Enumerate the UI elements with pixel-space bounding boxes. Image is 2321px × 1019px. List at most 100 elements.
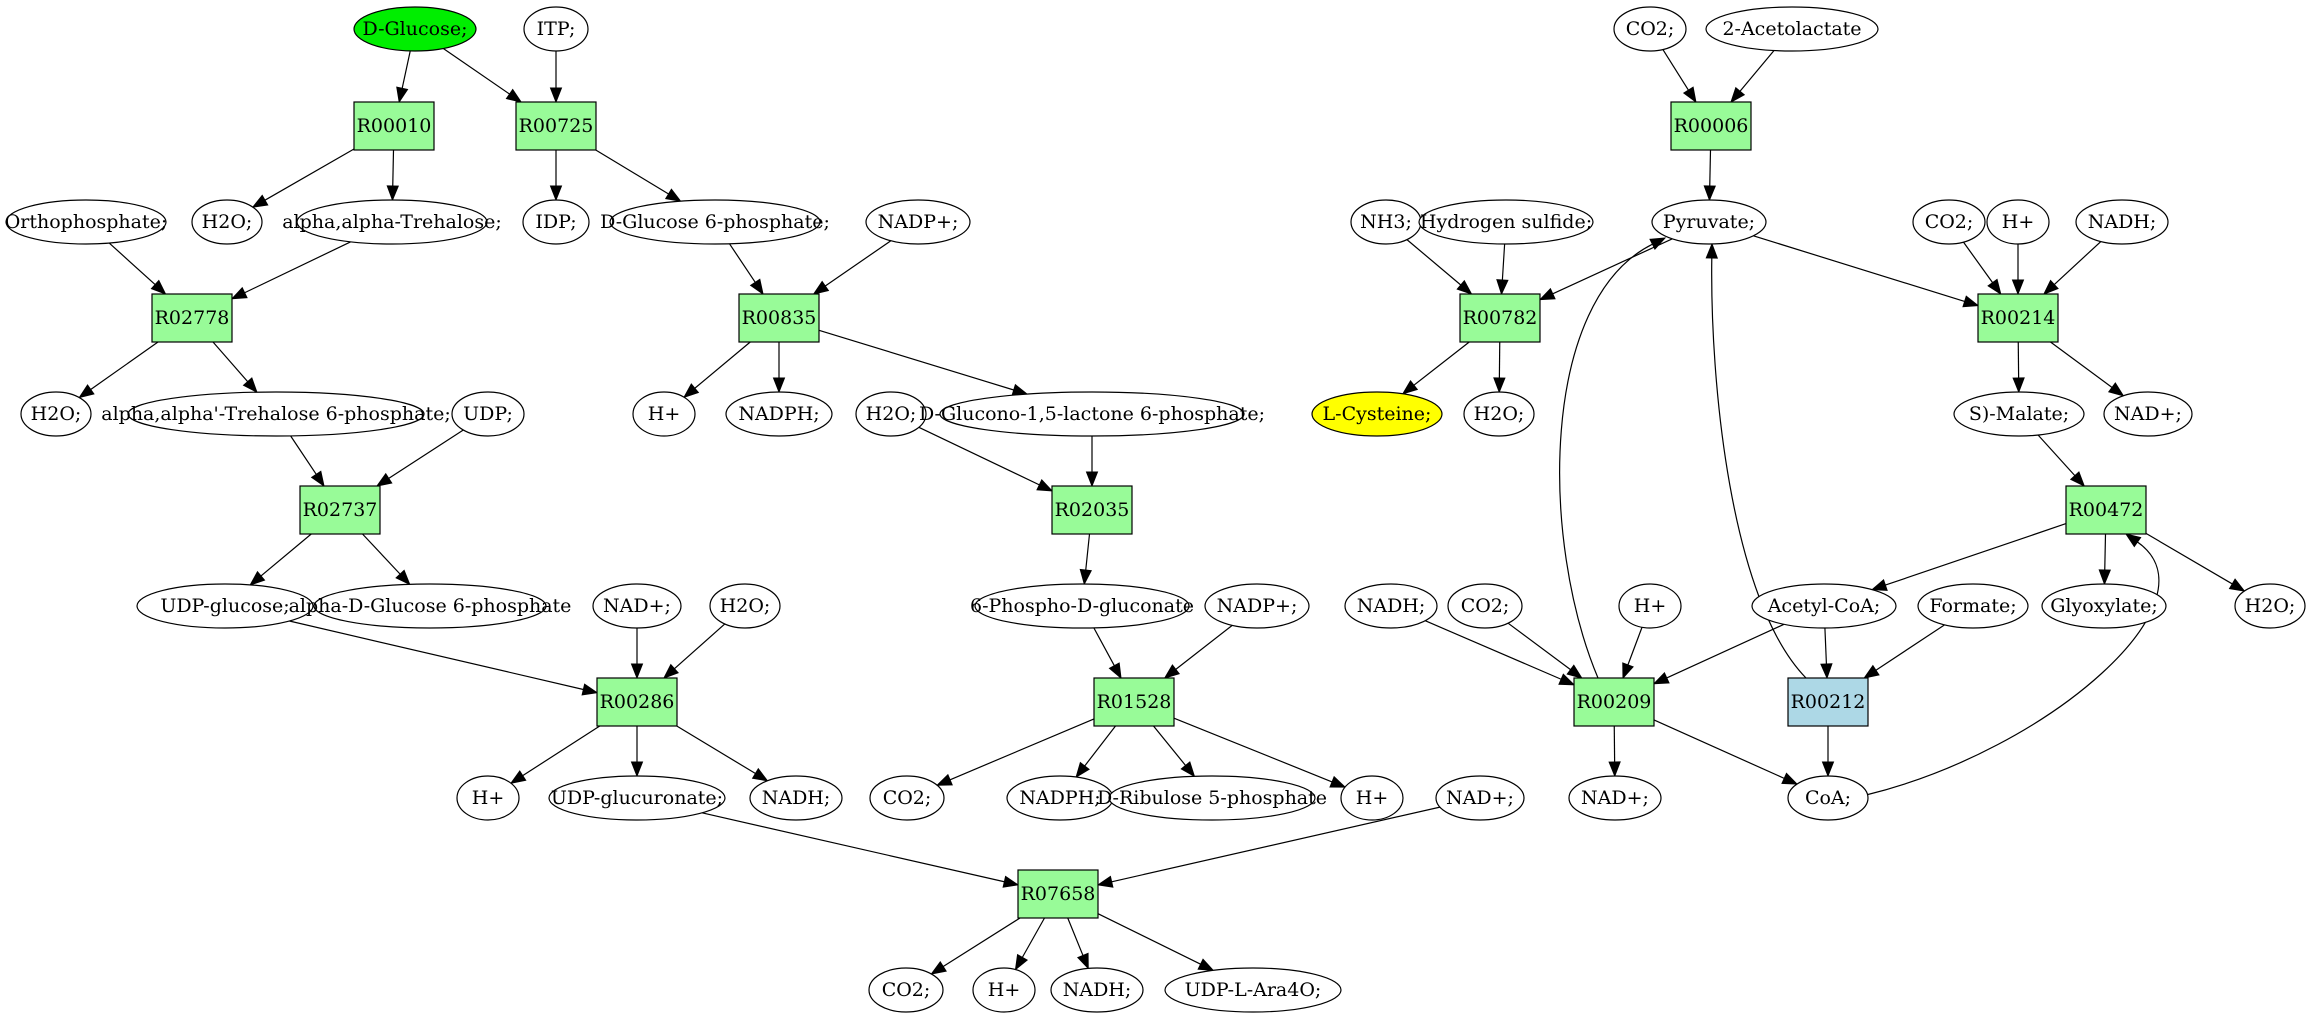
metabolite-node-nadh_b[interactable]: NADH; (1050, 967, 1144, 1013)
metabolite-node-glucono[interactable]: D-Glucono-1,5-lactone 6-phosphate; (919, 391, 1265, 437)
metabolite-node-idp[interactable]: IDP; (522, 199, 590, 245)
reaction-node-r07658[interactable]: R07658 (1017, 869, 1099, 919)
metabolite-node-glyoxylate[interactable]: Glyoxylate; (2041, 583, 2167, 629)
edge-r01528-to-co2_a-line (949, 718, 1095, 781)
metabolite-node-udpglucuronate[interactable]: UDP-glucuronate; (548, 775, 726, 821)
edge-glucono-to-r02035 (1085, 436, 1099, 488)
metabolite-node-formate[interactable]: Formate; (1917, 583, 2029, 629)
metabolite-node-g6p[interactable]: D-Glucose 6-phosphate; (600, 199, 830, 245)
reaction-node-r00782[interactable]: R00782 (1459, 293, 1541, 343)
metabolite-node-h2o_a[interactable]: H2O; (191, 199, 263, 245)
metabolite-node-trehalose[interactable]: alpha,alpha-Trehalose; (282, 199, 502, 245)
edge-glucono-to-r02035-arrowhead (1085, 471, 1099, 488)
edge-r00209-to-coa-line (1653, 719, 1785, 779)
metabolite-node-nadh_d[interactable]: NADH; (1344, 583, 1438, 629)
metabolite-node-phosphogluconate[interactable]: 6-Phospho-D-gluconate (970, 583, 1194, 629)
edge-smalate-to-r00472-line (2037, 434, 2076, 477)
metabolite-node-nad_d[interactable]: NAD+; (1568, 775, 1662, 821)
node-label: R00782 (1463, 307, 1538, 329)
edge-h2o_d-to-r00286-line (674, 623, 726, 670)
metabolite-ellipse (1340, 775, 1404, 821)
metabolite-node-hplus_f[interactable]: H+ (1618, 583, 1682, 629)
metabolite-node-nadp_b[interactable]: NADP+; (1204, 583, 1310, 629)
reaction-node-r00214[interactable]: R00214 (1977, 293, 2059, 343)
reaction-node-r01528[interactable]: R01528 (1093, 677, 1175, 727)
reaction-node-r00006[interactable]: R00006 (1670, 101, 1752, 151)
metabolite-node-nadph_a[interactable]: NADPH; (725, 391, 833, 437)
metabolite-node-h2o_e[interactable]: H2O; (1463, 391, 1535, 437)
metabolite-node-hplus_d[interactable]: H+ (972, 967, 1036, 1013)
edge-co2_c-to-r00006 (1662, 49, 1697, 104)
reaction-node-r00286[interactable]: R00286 (596, 677, 678, 727)
metabolite-node-ag6p[interactable]: alpha-D-Glucose 6-phosphate (289, 583, 572, 629)
metabolite-node-nadh_c[interactable]: NADH; (2075, 199, 2169, 245)
metabolite-node-co2_a[interactable]: CO2; (869, 775, 945, 821)
metabolite-node-h2o_f[interactable]: H2O; (2234, 583, 2306, 629)
metabolite-node-coa[interactable]: CoA; (1787, 775, 1869, 821)
reaction-node-r02737[interactable]: R02737 (299, 485, 381, 535)
metabolite-node-udp[interactable]: UDP; (451, 391, 525, 437)
metabolite-node-hplus_e[interactable]: H+ (1986, 199, 2050, 245)
edge-orthophosphate-to-r02778 (108, 242, 167, 295)
edge-g6p-to-r00835 (729, 243, 764, 296)
metabolite-ellipse (749, 775, 843, 821)
metabolite-node-nadp_a[interactable]: NADP+; (865, 199, 971, 245)
metabolite-node-itp[interactable]: ITP; (523, 6, 589, 52)
metabolite-node-acetolactate[interactable]: 2-Acetolactate (1705, 6, 1879, 52)
node-label: R00006 (1674, 115, 1749, 137)
metabolite-node-pyruvate[interactable]: Pyruvate; (1651, 199, 1767, 245)
metabolite-node-udpglucose[interactable]: UDP-glucose; (136, 583, 314, 629)
metabolite-node-h2s[interactable]: Hydrogen sulfide; (1418, 199, 1594, 245)
reaction-node-r00209[interactable]: R00209 (1573, 677, 1655, 727)
reaction-node-r00010[interactable]: R00010 (353, 101, 435, 151)
metabolite-node-h2o_b[interactable]: H2O; (20, 391, 92, 437)
metabolite-node-nad_a[interactable]: NAD+; (592, 583, 682, 629)
metabolite-node-co2_b[interactable]: CO2; (868, 967, 944, 1013)
reaction-node-r00472[interactable]: R00472 (2065, 485, 2147, 535)
metabolite-node-h2o_c[interactable]: H2O; (855, 391, 927, 437)
metabolite-node-lcysteine[interactable]: L-Cysteine; (1311, 391, 1443, 437)
metabolite-node-co2_d[interactable]: CO2; (1912, 199, 1986, 245)
metabolite-node-hplus_c[interactable]: H+ (1340, 775, 1404, 821)
metabolite-node-nadh_a[interactable]: NADH; (749, 775, 843, 821)
node-label: NADPH; (1019, 787, 1100, 809)
metabolite-node-orthophosphate[interactable]: Orthophosphate; (5, 199, 168, 245)
edge-phosphogluconate-to-r01528-arrowhead (1108, 662, 1122, 680)
node-label: CO2; (1461, 595, 1510, 617)
edge-nad_b-to-r07658-arrowhead (1096, 875, 1114, 888)
edge-nadp_b-to-r01528-line (1175, 624, 1233, 670)
reaction-node-r02778[interactable]: R02778 (151, 293, 233, 343)
metabolite-node-nad_c[interactable]: NAD+; (2103, 391, 2193, 437)
metabolite-node-hplus_b[interactable]: H+ (456, 775, 520, 821)
reaction-box (1670, 101, 1752, 151)
metabolite-node-co2_e[interactable]: CO2; (1447, 583, 1523, 629)
edge-hplus_f-to-r00209-arrowhead (1622, 662, 1634, 680)
node-label: R00212 (1791, 691, 1866, 713)
edge-phosphogluconate-to-r01528-line (1093, 627, 1115, 666)
reaction-box (1573, 677, 1655, 727)
metabolite-ellipse (1344, 583, 1438, 629)
metabolite-ellipse (972, 967, 1036, 1013)
metabolite-node-udpara[interactable]: UDP-L-Ara4O; (1164, 967, 1342, 1013)
node-label: IDP; (535, 211, 576, 233)
edge-r00212-to-coa-arrowhead (1821, 761, 1835, 778)
metabolite-node-dglucose[interactable]: D-Glucose; (353, 6, 477, 52)
metabolite-node-co2_c[interactable]: CO2; (1613, 6, 1687, 52)
metabolite-node-hplus_a[interactable]: H+ (632, 391, 696, 437)
metabolite-node-acetylcoa[interactable]: Acetyl-CoA; (1751, 583, 1897, 629)
reaction-node-r02035[interactable]: R02035 (1051, 485, 1133, 535)
metabolite-node-h2o_d[interactable]: H2O; (709, 583, 781, 629)
reaction-node-r00212[interactable]: R00212 (1787, 677, 1869, 727)
metabolite-ellipse (1418, 199, 1594, 245)
metabolite-node-nh3[interactable]: NH3; (1350, 199, 1422, 245)
edge-udp-to-r02737-line (388, 429, 464, 479)
metabolite-node-nad_b[interactable]: NAD+; (1435, 775, 1525, 821)
metabolite-node-ribulose[interactable]: D-Ribulose 5-phosphate (1097, 775, 1327, 821)
metabolite-node-nadph_b[interactable]: NADPH; (1006, 775, 1114, 821)
edge-pyruvate-to-r00782-arrowhead (1538, 287, 1556, 301)
edge-dglucose-to-r00010 (396, 50, 411, 104)
metabolite-node-t6p[interactable]: alpha,alpha'-Trehalose 6-phosphate; (101, 391, 451, 437)
reaction-node-r00835[interactable]: R00835 (738, 293, 820, 343)
reaction-node-r00725[interactable]: R00725 (515, 101, 597, 151)
metabolite-node-smalate[interactable]: S)-Malate; (1953, 391, 2085, 437)
